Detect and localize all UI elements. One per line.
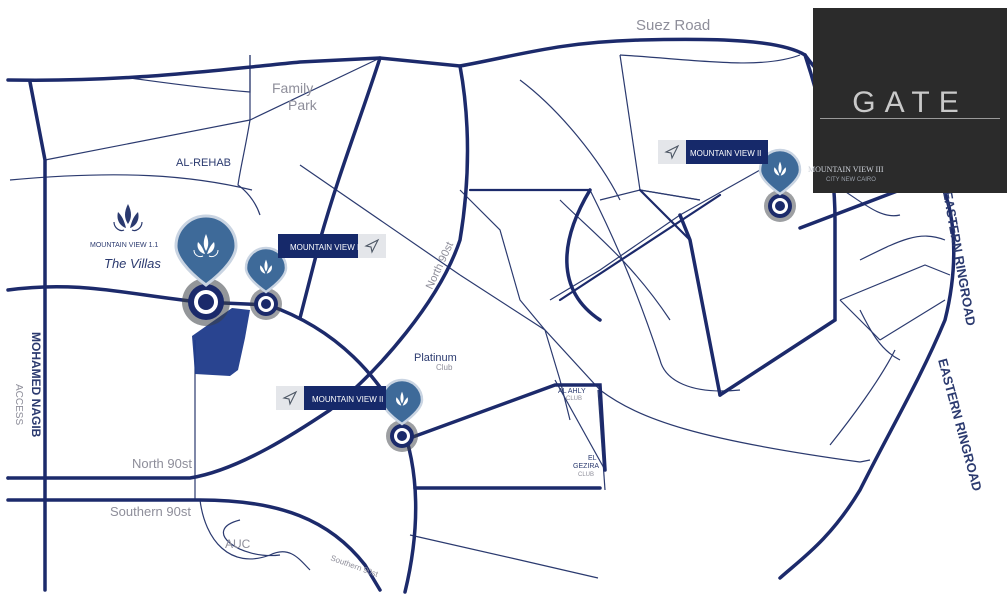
el-gezira-label-1: EL [588,455,597,462]
mountain-view-2-south-pin[interactable] [380,378,424,452]
mountain-view-2-south-tag[interactable]: MOUNTAIN VIEW II [276,386,386,410]
el-gezira-label-2: GEZIRA [573,463,599,470]
mountain-view-2-east-pin[interactable] [758,148,802,222]
mountain-view-2-south-tag-label: MOUNTAIN VIEW II [312,395,383,404]
connector-roads [468,188,722,302]
al-ahly-label-2: CLUB [566,396,582,402]
eastern-ringroad-label-1: EASTERN RINGROAD [940,190,978,327]
al-rehab-label: AL-REHAB [176,157,231,169]
gate-logo-panel [813,8,1007,193]
mountain-view-1-tag[interactable]: MOUNTAIN VIEW I [278,234,386,258]
platinum-club-label-2: Club [436,363,453,372]
mountain-view-2-south-pin-icon [396,391,408,406]
gate-logo-divider [820,118,1000,119]
mountain-view-1-1-title: MOUNTAIN VIEW 1.1 [90,242,158,249]
navigate-icon [364,238,380,254]
el-gezira-label-3: CLUB [578,472,594,478]
mountain-view-2-east-pin-icon [774,161,786,176]
platinum-club-label-1: Platinum [414,352,457,364]
family-park-label-1: Family [272,80,313,96]
southern-90-label: Southern 90st [110,504,191,519]
mountain-view-1-pin-icon [260,259,272,274]
mountain-view-1-1-plot[interactable] [192,308,250,376]
suez-road-label: Suez Road [636,17,710,34]
mohamed-nagib-access-label: ACCESS [13,384,24,425]
north-90-label: North 90st [132,456,192,471]
mountain-view-2-east-tag[interactable]: MOUNTAIN VIEW II [658,140,768,164]
navigate-icon [664,144,680,160]
family-park-label-2: Park [288,97,318,113]
southern-90-small-label: Southern 90st [329,553,380,579]
eastern-ringroad-label-2: EASTERN RINGROAD [935,357,985,493]
mountain-view-1-1-subtitle: The Villas [104,256,161,271]
mountain-view-2-east-tag-label: MOUNTAIN VIEW II [690,149,761,158]
mountain-view-1-pin[interactable] [244,246,288,320]
al-ahly-label-1: AL AHLY [558,388,586,395]
gate-logo-text: GATE [852,86,968,119]
auc-label: AUC [225,537,251,551]
navigate-icon [282,390,298,406]
mountain-view-1-1-pin[interactable] [174,214,238,326]
mountain-view-1-tag-label: MOUNTAIN VIEW I [290,243,359,252]
mohamed-nagib-label: MOHAMED NAGIB [29,332,43,438]
mountain-view-1-1-pin-icon [193,234,219,258]
mountain-view-1-1-logo [113,204,143,232]
